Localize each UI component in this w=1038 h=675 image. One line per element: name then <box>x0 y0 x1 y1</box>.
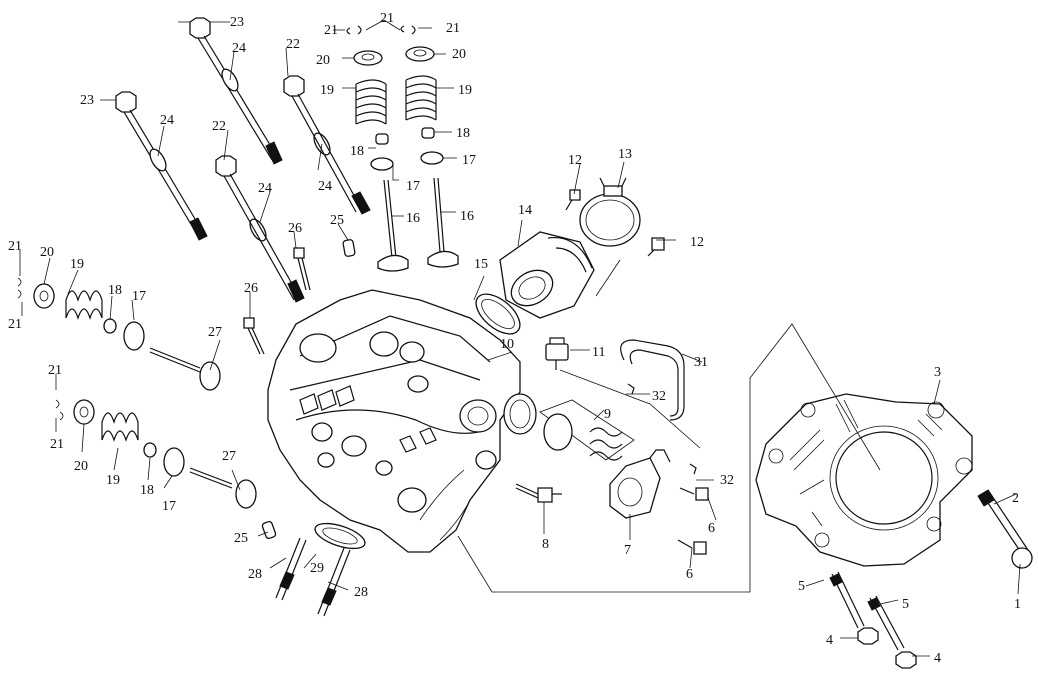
callout-label-22: 22 <box>286 37 300 52</box>
callout-label-21: 21 <box>48 363 62 378</box>
callout-label-10: 10 <box>500 337 514 352</box>
intake-o-ring <box>475 293 521 335</box>
intake-manifold <box>499 231 595 319</box>
callout-label-12: 12 <box>690 235 704 250</box>
callout-label-5: 5 <box>902 597 909 612</box>
callout-label-24: 24 <box>258 181 272 196</box>
cylinder-studs <box>829 489 1033 669</box>
exhaust-studs <box>275 537 351 617</box>
callout-label-24: 24 <box>318 179 332 194</box>
callout-label-21: 21 <box>446 21 460 36</box>
water-temp-sensor <box>515 483 562 503</box>
small-bolts <box>243 247 311 355</box>
callout-label-31: 31 <box>694 355 708 370</box>
valve-retainer-keepers <box>333 19 432 35</box>
hose-clips <box>627 383 697 475</box>
callout-label-8: 8 <box>542 537 549 552</box>
callout-label-26: 26 <box>244 281 258 296</box>
callout-label-22: 22 <box>212 119 226 134</box>
callout-label-14: 14 <box>518 203 532 218</box>
callout-label-24: 24 <box>160 113 174 128</box>
left-valve-set-upper <box>17 277 221 391</box>
callout-label-20: 20 <box>40 245 54 260</box>
callout-label-9: 9 <box>604 407 611 422</box>
cylinder-head-nuts <box>215 75 371 303</box>
callout-label-18: 18 <box>456 126 470 141</box>
callout-label-16: 16 <box>460 209 474 224</box>
callout-label-12: 12 <box>568 153 582 168</box>
cylinder-head-gasket <box>755 393 973 567</box>
callout-label-25: 25 <box>234 531 248 546</box>
callout-label-27: 27 <box>222 449 236 464</box>
valve-stem-seals <box>368 127 452 149</box>
left-valve-set-lower <box>55 399 257 509</box>
hose-clamp <box>579 177 641 247</box>
callout-label-19: 19 <box>320 83 334 98</box>
cylinder-head-bolts <box>100 17 283 241</box>
callout-label-11: 11 <box>592 345 605 360</box>
callout-label-1: 1 <box>1014 597 1021 612</box>
callout-label-18: 18 <box>108 283 122 298</box>
assembly-reference-line <box>457 259 881 593</box>
clamp-screws <box>565 189 665 257</box>
callout-label-32: 32 <box>720 473 734 488</box>
callout-label-3: 3 <box>934 365 941 380</box>
housing-bolts <box>677 487 709 555</box>
callout-label-21: 21 <box>8 239 22 254</box>
valve-spring-seats <box>370 151 457 181</box>
callout-label-21: 21 <box>324 23 338 38</box>
callout-label-16: 16 <box>406 211 420 226</box>
valve-springs <box>342 75 454 125</box>
callout-label-26: 26 <box>288 221 302 236</box>
callout-label-23: 23 <box>80 93 94 108</box>
callout-label-20: 20 <box>74 459 88 474</box>
engine-valves <box>377 177 459 272</box>
callout-label-15: 15 <box>474 257 488 272</box>
callout-label-17: 17 <box>406 179 420 194</box>
valve-spring-retainers <box>342 46 446 66</box>
callout-label-2: 2 <box>1012 491 1019 506</box>
callout-label-18: 18 <box>350 144 364 159</box>
callout-label-4: 4 <box>934 651 941 666</box>
callout-label-27: 27 <box>208 325 222 340</box>
callout-leaders <box>19 21 1021 657</box>
thermostat-housing <box>609 449 671 519</box>
callout-label-20: 20 <box>316 53 330 68</box>
callout-label-4: 4 <box>826 633 833 648</box>
callout-label-21: 21 <box>50 437 64 452</box>
thermostat <box>539 399 635 461</box>
callout-label-18: 18 <box>140 483 154 498</box>
callout-label-28: 28 <box>354 585 368 600</box>
callout-label-7: 7 <box>624 543 631 558</box>
callout-label-29: 29 <box>310 561 324 576</box>
callout-label-17: 17 <box>132 289 146 304</box>
callout-label-19: 19 <box>70 257 84 272</box>
callout-label-21: 21 <box>8 317 22 332</box>
callout-label-21: 21 <box>380 11 394 26</box>
callout-label-13: 13 <box>618 147 632 162</box>
head-bolt-washers <box>149 68 331 242</box>
callout-label-24: 24 <box>232 41 246 56</box>
callout-label-32: 32 <box>652 389 666 404</box>
exhaust-gasket <box>314 522 366 550</box>
breather-hose <box>620 339 685 421</box>
callout-label-19: 19 <box>458 83 472 98</box>
callout-label-17: 17 <box>162 499 176 514</box>
callout-label-25: 25 <box>330 213 344 228</box>
callout-label-20: 20 <box>452 47 466 62</box>
callout-label-6: 6 <box>708 521 715 536</box>
callout-label-19: 19 <box>106 473 120 488</box>
callout-label-28: 28 <box>248 567 262 582</box>
thermostat-gasket <box>503 393 537 435</box>
callout-label-23: 23 <box>230 15 244 30</box>
dowel-pins <box>261 239 356 540</box>
callout-label-17: 17 <box>462 153 476 168</box>
cylinder-head <box>267 289 521 553</box>
callout-label-5: 5 <box>798 579 805 594</box>
temperature-sensor <box>545 337 590 370</box>
callout-label-6: 6 <box>686 567 693 582</box>
